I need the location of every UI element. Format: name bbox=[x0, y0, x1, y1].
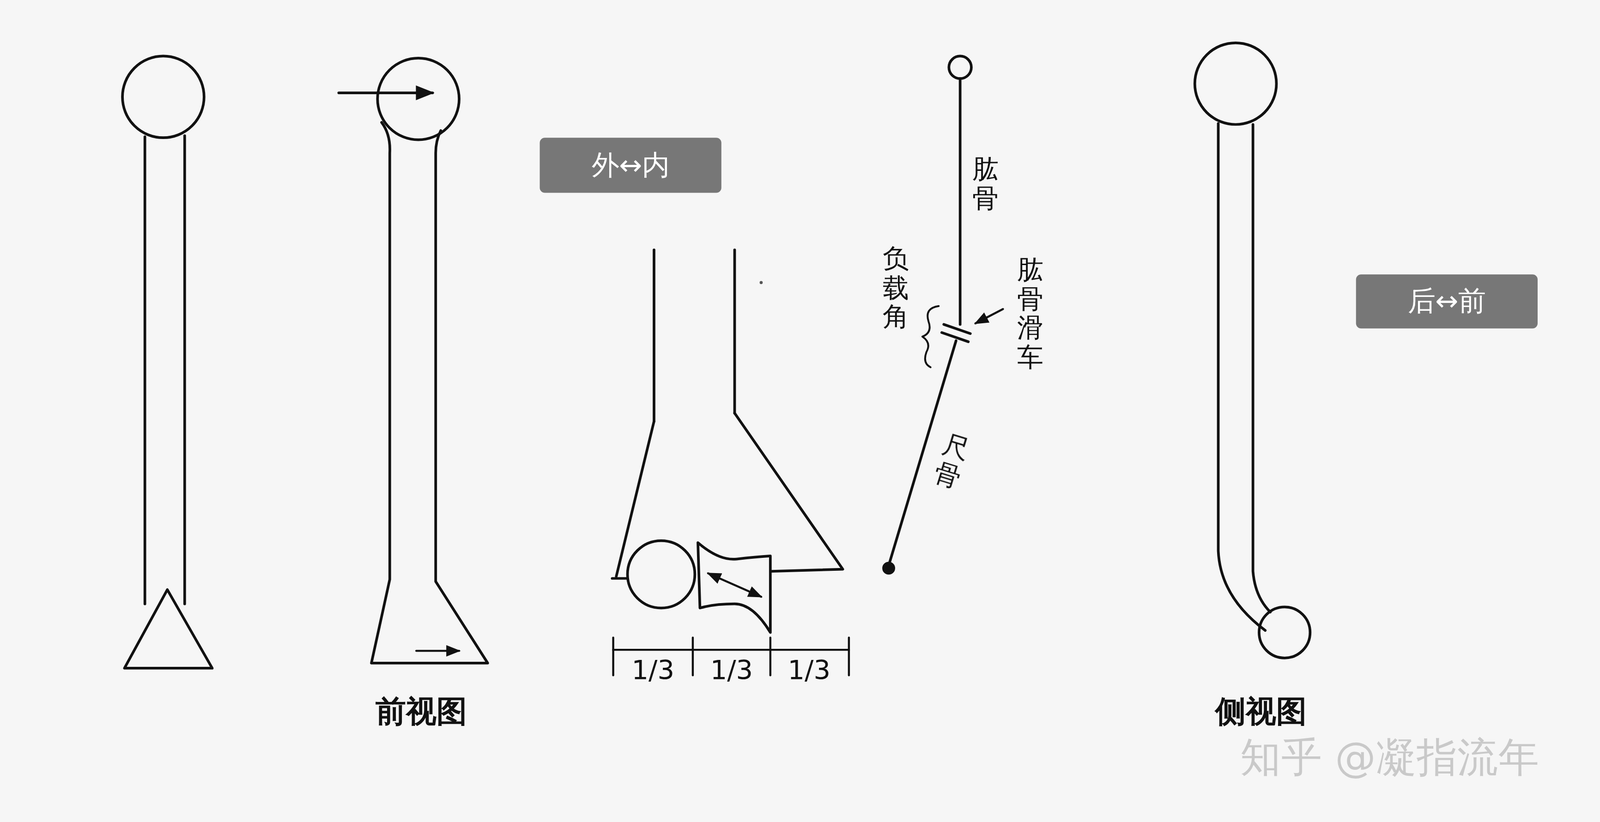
direction-text: 后↔前 bbox=[1407, 285, 1486, 317]
part-label: 肱骨滑车 bbox=[1017, 254, 1044, 372]
part-label: 尺骨 bbox=[930, 429, 974, 494]
part-label: 负载角 bbox=[882, 243, 910, 332]
humerus-front bbox=[338, 58, 488, 664]
direction-text: 外↔内 bbox=[591, 150, 670, 181]
humerus-simple bbox=[122, 55, 213, 668]
watermark: 知乎 @凝指流年 bbox=[1240, 734, 1540, 780]
distal-humerus bbox=[612, 249, 849, 676]
dimension-label: 1/3 bbox=[710, 655, 753, 685]
dimension-label: 1/3 bbox=[787, 655, 831, 685]
part-label: 肱骨 bbox=[972, 154, 999, 213]
dimension-label: 1/3 bbox=[631, 655, 675, 685]
direction-tag: 外↔内 bbox=[539, 137, 722, 193]
direction-tag: 后↔前 bbox=[1356, 273, 1538, 328]
view-caption: 前视图 bbox=[375, 694, 468, 728]
view-caption: 侧视图 bbox=[1215, 694, 1308, 728]
humerus-side bbox=[1194, 42, 1311, 659]
